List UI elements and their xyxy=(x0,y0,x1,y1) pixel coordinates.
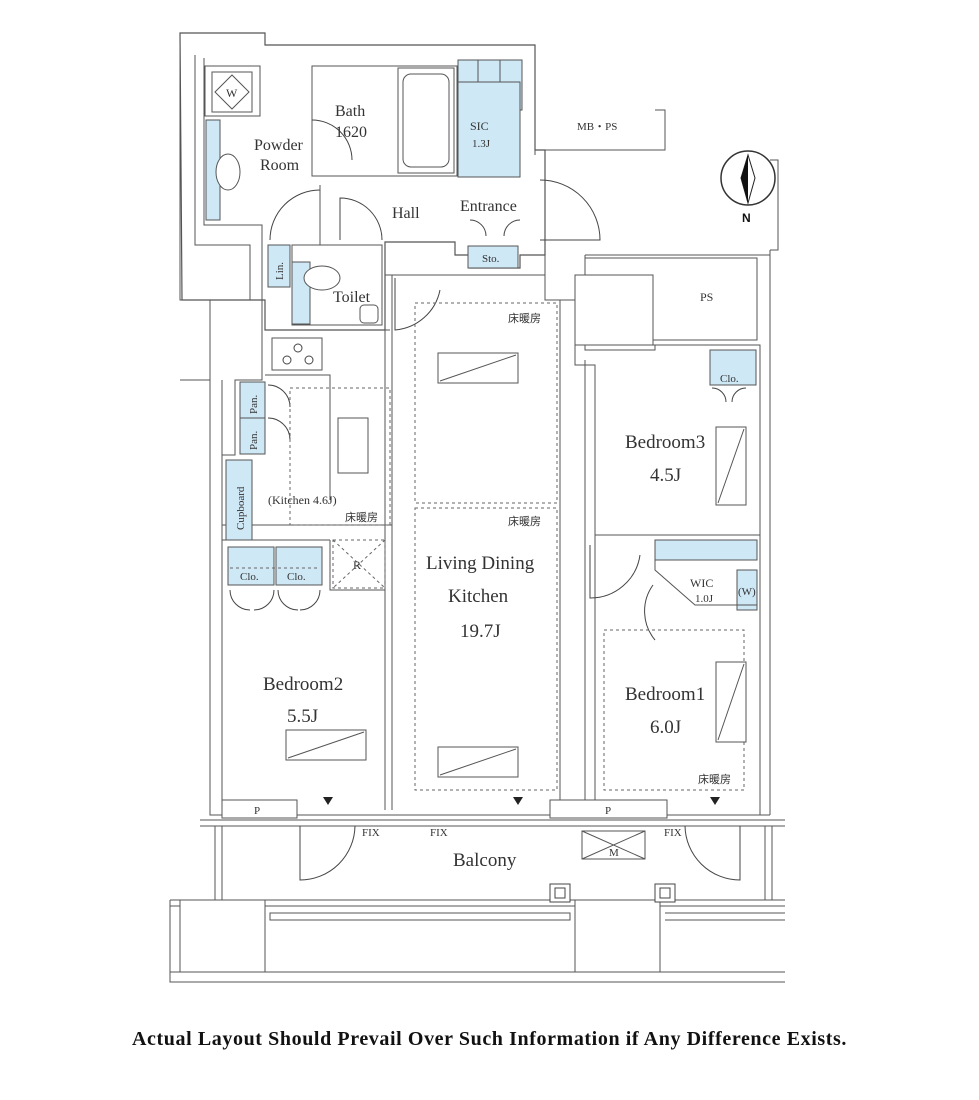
mbps-label: MB・PS xyxy=(577,121,617,133)
ldk-heating-top: 床暖房 xyxy=(508,311,541,325)
storage-label: Sto. xyxy=(482,253,500,265)
wic-size: 1.0J xyxy=(695,593,714,605)
pantry1-label: Pan. xyxy=(248,395,260,415)
toilet-icon xyxy=(303,265,341,291)
compass: N xyxy=(720,150,776,225)
powder-line2: Room xyxy=(260,157,300,174)
entrance-label: Entrance xyxy=(460,198,517,215)
bedroom1-label: Bedroom1 xyxy=(625,684,705,705)
bedroom1-heating: 床暖房 xyxy=(698,772,731,786)
pantry2-label: Pan. xyxy=(248,431,260,451)
hall-entrance: Hall Entrance Sto. xyxy=(339,179,601,269)
bath-area: Bath 1620 xyxy=(311,65,458,177)
toilet-label: Toilet xyxy=(333,289,371,306)
ldk-size: 19.7J xyxy=(460,621,501,642)
sic: SIC 1.3J xyxy=(457,59,523,178)
washer-icon xyxy=(211,71,253,113)
stove-icon xyxy=(271,337,323,371)
wic-label: WIC xyxy=(690,576,713,590)
compass-n-label: N xyxy=(742,211,751,225)
bedroom2: Clo. Clo. R Bedroom2 5.5J xyxy=(227,539,386,761)
washer-label: W xyxy=(226,86,238,100)
floor-plan: Bath 1620 W Powder Room SIC 1.3J MB・PS H… xyxy=(169,32,785,983)
sic-size: 1.3J xyxy=(472,138,491,150)
ldk-line2: Kitchen xyxy=(448,586,509,607)
balcony-label: Balcony xyxy=(453,850,517,871)
kitchen-heating: 床暖房 xyxy=(345,510,378,524)
arrow-down-icon xyxy=(710,797,720,805)
bedroom1-size: 6.0J xyxy=(650,717,681,738)
wic-w: (W) xyxy=(738,586,756,598)
fix1-label: FIX xyxy=(362,827,380,839)
fix3-label: FIX xyxy=(664,827,682,839)
bedroom3-size: 4.5J xyxy=(650,465,681,486)
arrow-down-icon xyxy=(323,797,333,805)
bedroom3-closet-label: Clo. xyxy=(720,373,739,385)
fix2-label: FIX xyxy=(430,827,448,839)
bedroom1: WIC 1.0J (W) Bedroom1 6.0J 床暖房 xyxy=(589,539,758,791)
refrigerator-label: R xyxy=(353,558,361,572)
ldk-line1: Living Dining xyxy=(426,553,535,574)
bedroom2-size: 5.5J xyxy=(287,706,318,727)
refrigerator-space xyxy=(332,539,386,589)
p2-label: P xyxy=(605,805,611,817)
disclaimer: Actual Layout Should Prevail Over Such I… xyxy=(131,1028,848,1050)
toilet: Lin. Toilet xyxy=(267,244,441,331)
bath-label: Bath xyxy=(335,103,365,120)
bath-size: 1620 xyxy=(335,124,367,141)
linen-label: Lin. xyxy=(274,262,286,280)
kitchen: Pan. Pan. Cupboard (Kitchen 4.6J) 床暖房 xyxy=(225,337,391,541)
ldk: 床暖房 床暖房 Living Dining Kitchen 19.7J xyxy=(414,302,558,791)
hall-label: Hall xyxy=(392,205,420,222)
cupboard-label: Cupboard xyxy=(235,486,247,530)
arrow-down-icon xyxy=(513,797,523,805)
m-label: M xyxy=(609,847,619,859)
bedroom3-label: Bedroom3 xyxy=(625,432,705,453)
kitchen-label: (Kitchen 4.6J) xyxy=(268,493,337,507)
storage-box xyxy=(467,245,519,269)
ldk-heating-mid: 床暖房 xyxy=(508,514,541,528)
ldk-vent-bottom xyxy=(437,746,519,778)
sink-icon xyxy=(215,153,241,191)
ps-label: PS xyxy=(700,290,713,304)
sink-counter xyxy=(337,417,369,474)
bedroom2-closet2-label: Clo. xyxy=(287,571,306,583)
bedroom2-label: Bedroom2 xyxy=(263,674,343,695)
p1-label: P xyxy=(254,805,260,817)
balcony-edge: P P FIX FIX FIX Balcony M xyxy=(169,797,785,983)
bathtub xyxy=(402,73,450,168)
powder-room: W Powder Room xyxy=(204,65,321,245)
bedroom2-closet1-label: Clo. xyxy=(240,571,259,583)
sic-label: SIC xyxy=(470,119,489,133)
powder-line1: Powder xyxy=(254,137,304,154)
bedroom3: Clo. Bedroom3 4.5J xyxy=(625,349,757,506)
